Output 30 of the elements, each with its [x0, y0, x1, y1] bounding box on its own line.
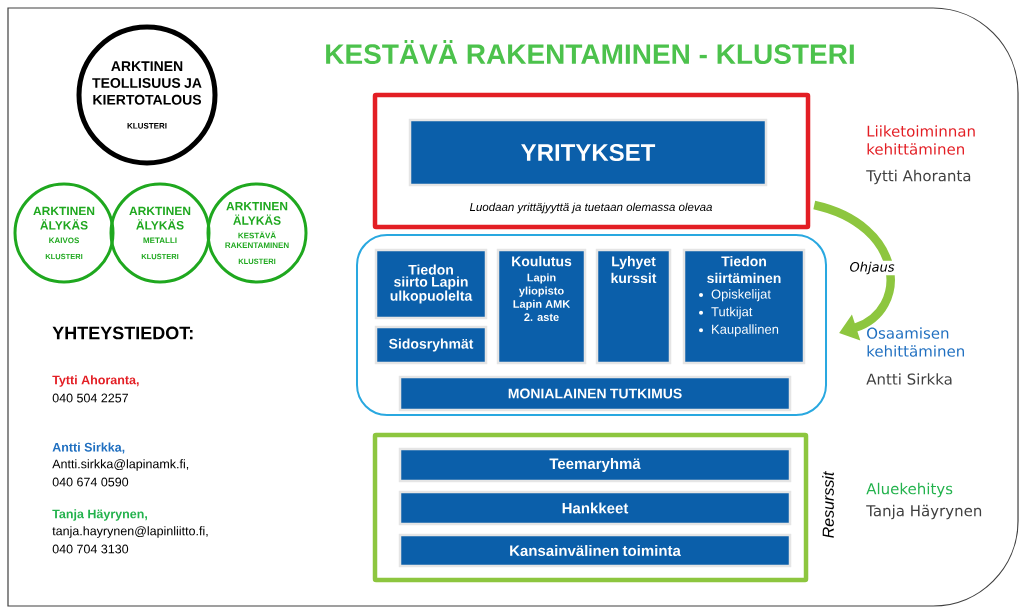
contact-phone: 040 674 0590: [52, 477, 129, 487]
topic-box: Teemaryhmä: [398, 447, 792, 483]
topic-box: Koulutus Lapin yliopisto Lapin AMK 2. aste: [496, 248, 587, 365]
group-frame: [356, 234, 827, 416]
person-name: Antti Sirkka: [866, 373, 952, 385]
person-name: Tanja Häyrynen: [866, 504, 982, 520]
heading: YHTEYSTIEDOT:: [52, 326, 193, 340]
curved-arrow: [813, 200, 895, 341]
topic-box: Sidosryhmät: [374, 325, 488, 365]
person-name: Tytti Ahoranta: [866, 169, 971, 185]
topic-box: YRITYKSET: [408, 118, 768, 187]
contact-name: Tytti Ahoranta,: [52, 375, 139, 387]
contact-email: tanja.hayrynen@lapinliitto.fi,: [52, 526, 208, 538]
contact-name: Antti Sirkka,: [52, 442, 125, 454]
contact-email: Antti.sirkka@lapinamk.fi,: [52, 459, 189, 471]
topic-box: MONIALAINEN TUTKIMUS: [398, 375, 792, 412]
contact-phone: 040 504 2257: [52, 393, 128, 403]
contact-phone: 040 704 3130: [52, 544, 129, 554]
contact-name: Tanja Häyrynen,: [52, 509, 147, 521]
title: KESTÄVÄ RAKENTAMINEN - KLUSTERI: [326, 39, 854, 65]
topic-box: Kansainvälinen toiminta: [398, 533, 792, 568]
topic-box: Lyhyet kurssit: [595, 248, 672, 365]
role-label: Osaamisen kehittäminen: [867, 327, 964, 357]
edge-label: Ohjaus: [848, 260, 896, 276]
topic-box: Hankkeet: [398, 490, 792, 526]
role-label: Liiketoiminnan kehittäminen: [867, 125, 975, 155]
role-label: Aluekehitys: [866, 482, 953, 498]
topic-box: Tiedon siirto Lapin ulkopuolelta: [374, 248, 488, 320]
topic-box: Tiedon siirtäminen Opiskelijat Tutkijat Kaupallinen: [682, 248, 806, 365]
node-label: Resurssit: [822, 471, 834, 538]
